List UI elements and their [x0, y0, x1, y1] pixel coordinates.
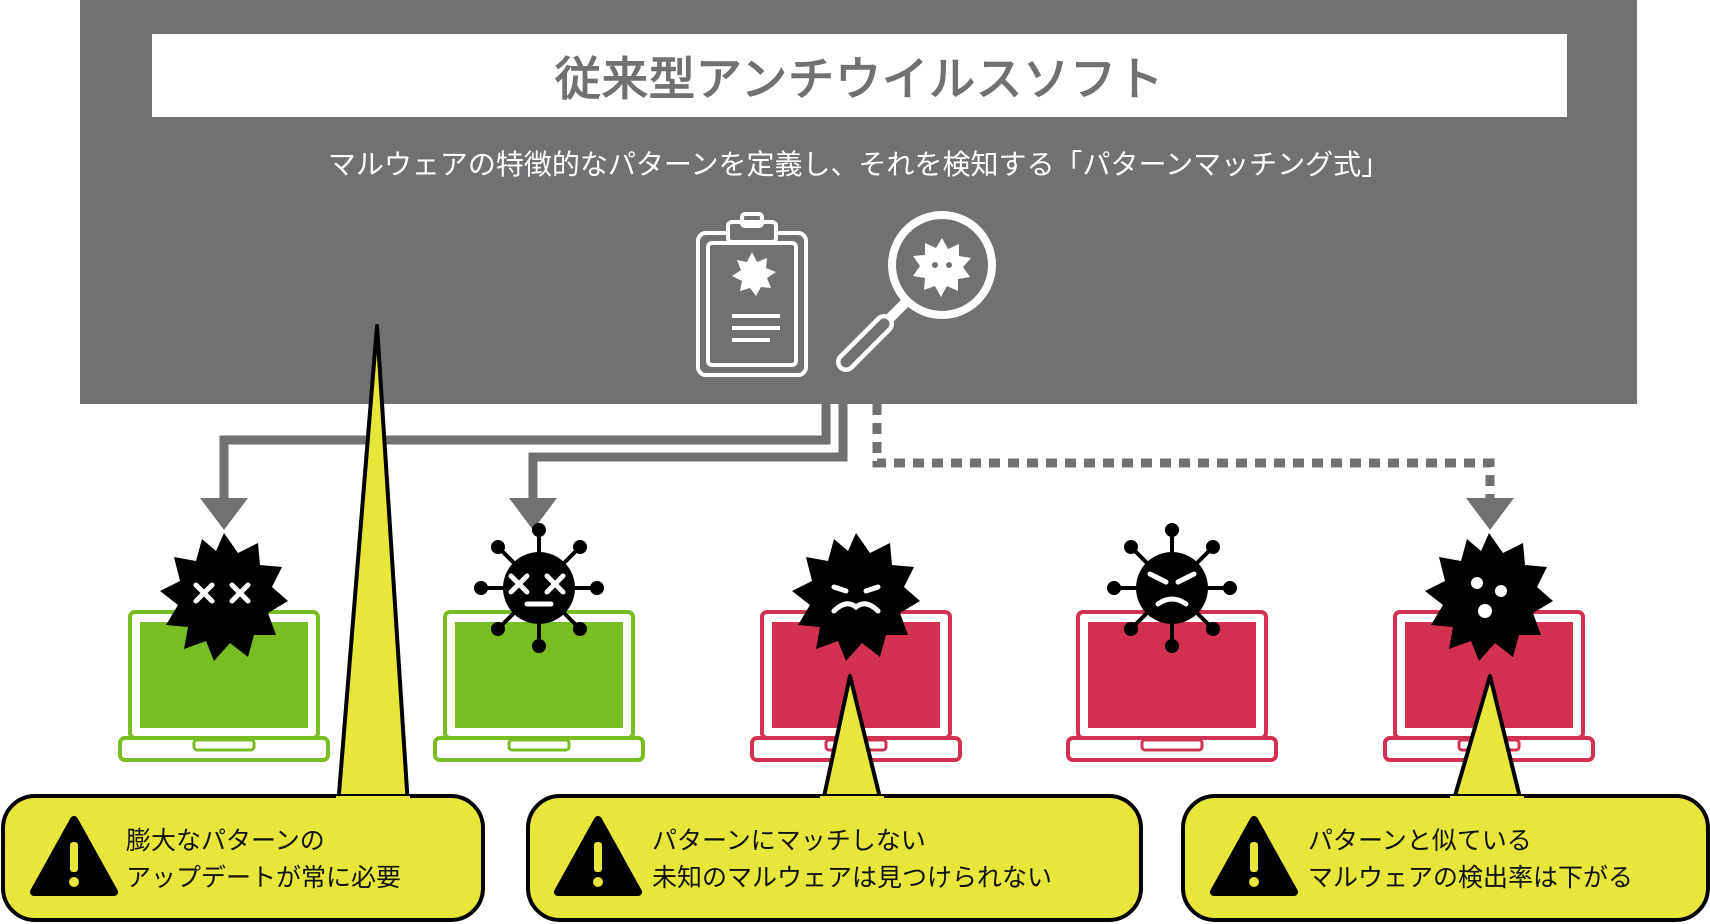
spiky-surprised-virus-icon — [1425, 533, 1553, 661]
callout-pointers — [336, 324, 1524, 808]
panel-description: マルウェアの特徴的なパターンを定義し、それを検知する「パターンマッチング式」 — [327, 148, 1390, 181]
callout-3-line2: マルウェアの検出率は下がる — [1308, 863, 1634, 892]
panel-title: 従来型アンチウイルスソフト — [554, 51, 1165, 106]
round-angry-virus-icon — [1107, 523, 1237, 653]
callout-1-line1: 膨大なパターンの — [126, 826, 325, 855]
spiky-grimace-virus-icon — [792, 533, 920, 661]
spiky-dead-virus-icon — [160, 533, 288, 661]
warning-icons — [30, 816, 1298, 896]
callout-2-text: パターンにマッチしない 未知のマルウェアは見つけられない — [652, 822, 1052, 896]
callout-3-text: パターンと似ている マルウェアの検出率は下がる — [1308, 822, 1633, 896]
callout-1-text: 膨大なパターンの アップデートが常に必要 — [126, 822, 401, 896]
clipboard-pattern-icon — [696, 212, 808, 377]
connector-arrows — [219, 404, 1495, 500]
round-dead-virus-icon — [474, 523, 604, 653]
panel-icons — [696, 211, 996, 377]
callout-1-line2: アップデートが常に必要 — [126, 863, 402, 892]
antivirus-panel: 従来型アンチウイルスソフト マルウェアの特徴的なパターンを定義し、それを検知する… — [80, 0, 1637, 404]
title-box: 従来型アンチウイルスソフト — [152, 34, 1567, 117]
arrow-heads — [200, 498, 1514, 530]
warning-icon — [554, 816, 642, 896]
callout-boxes — [1, 794, 1710, 922]
laptop-infected — [1066, 610, 1278, 762]
warning-icon — [1210, 816, 1298, 896]
warning-icon — [30, 816, 118, 896]
callout-2-line1: パターンにマッチしない — [652, 826, 926, 855]
callout-2-line2: 未知のマルウェアは見つけられない — [652, 863, 1053, 892]
laptop-safe — [433, 610, 645, 762]
magnifier-virus-icon — [836, 211, 996, 372]
callout-3-line1: パターンと似ている — [1308, 826, 1532, 855]
